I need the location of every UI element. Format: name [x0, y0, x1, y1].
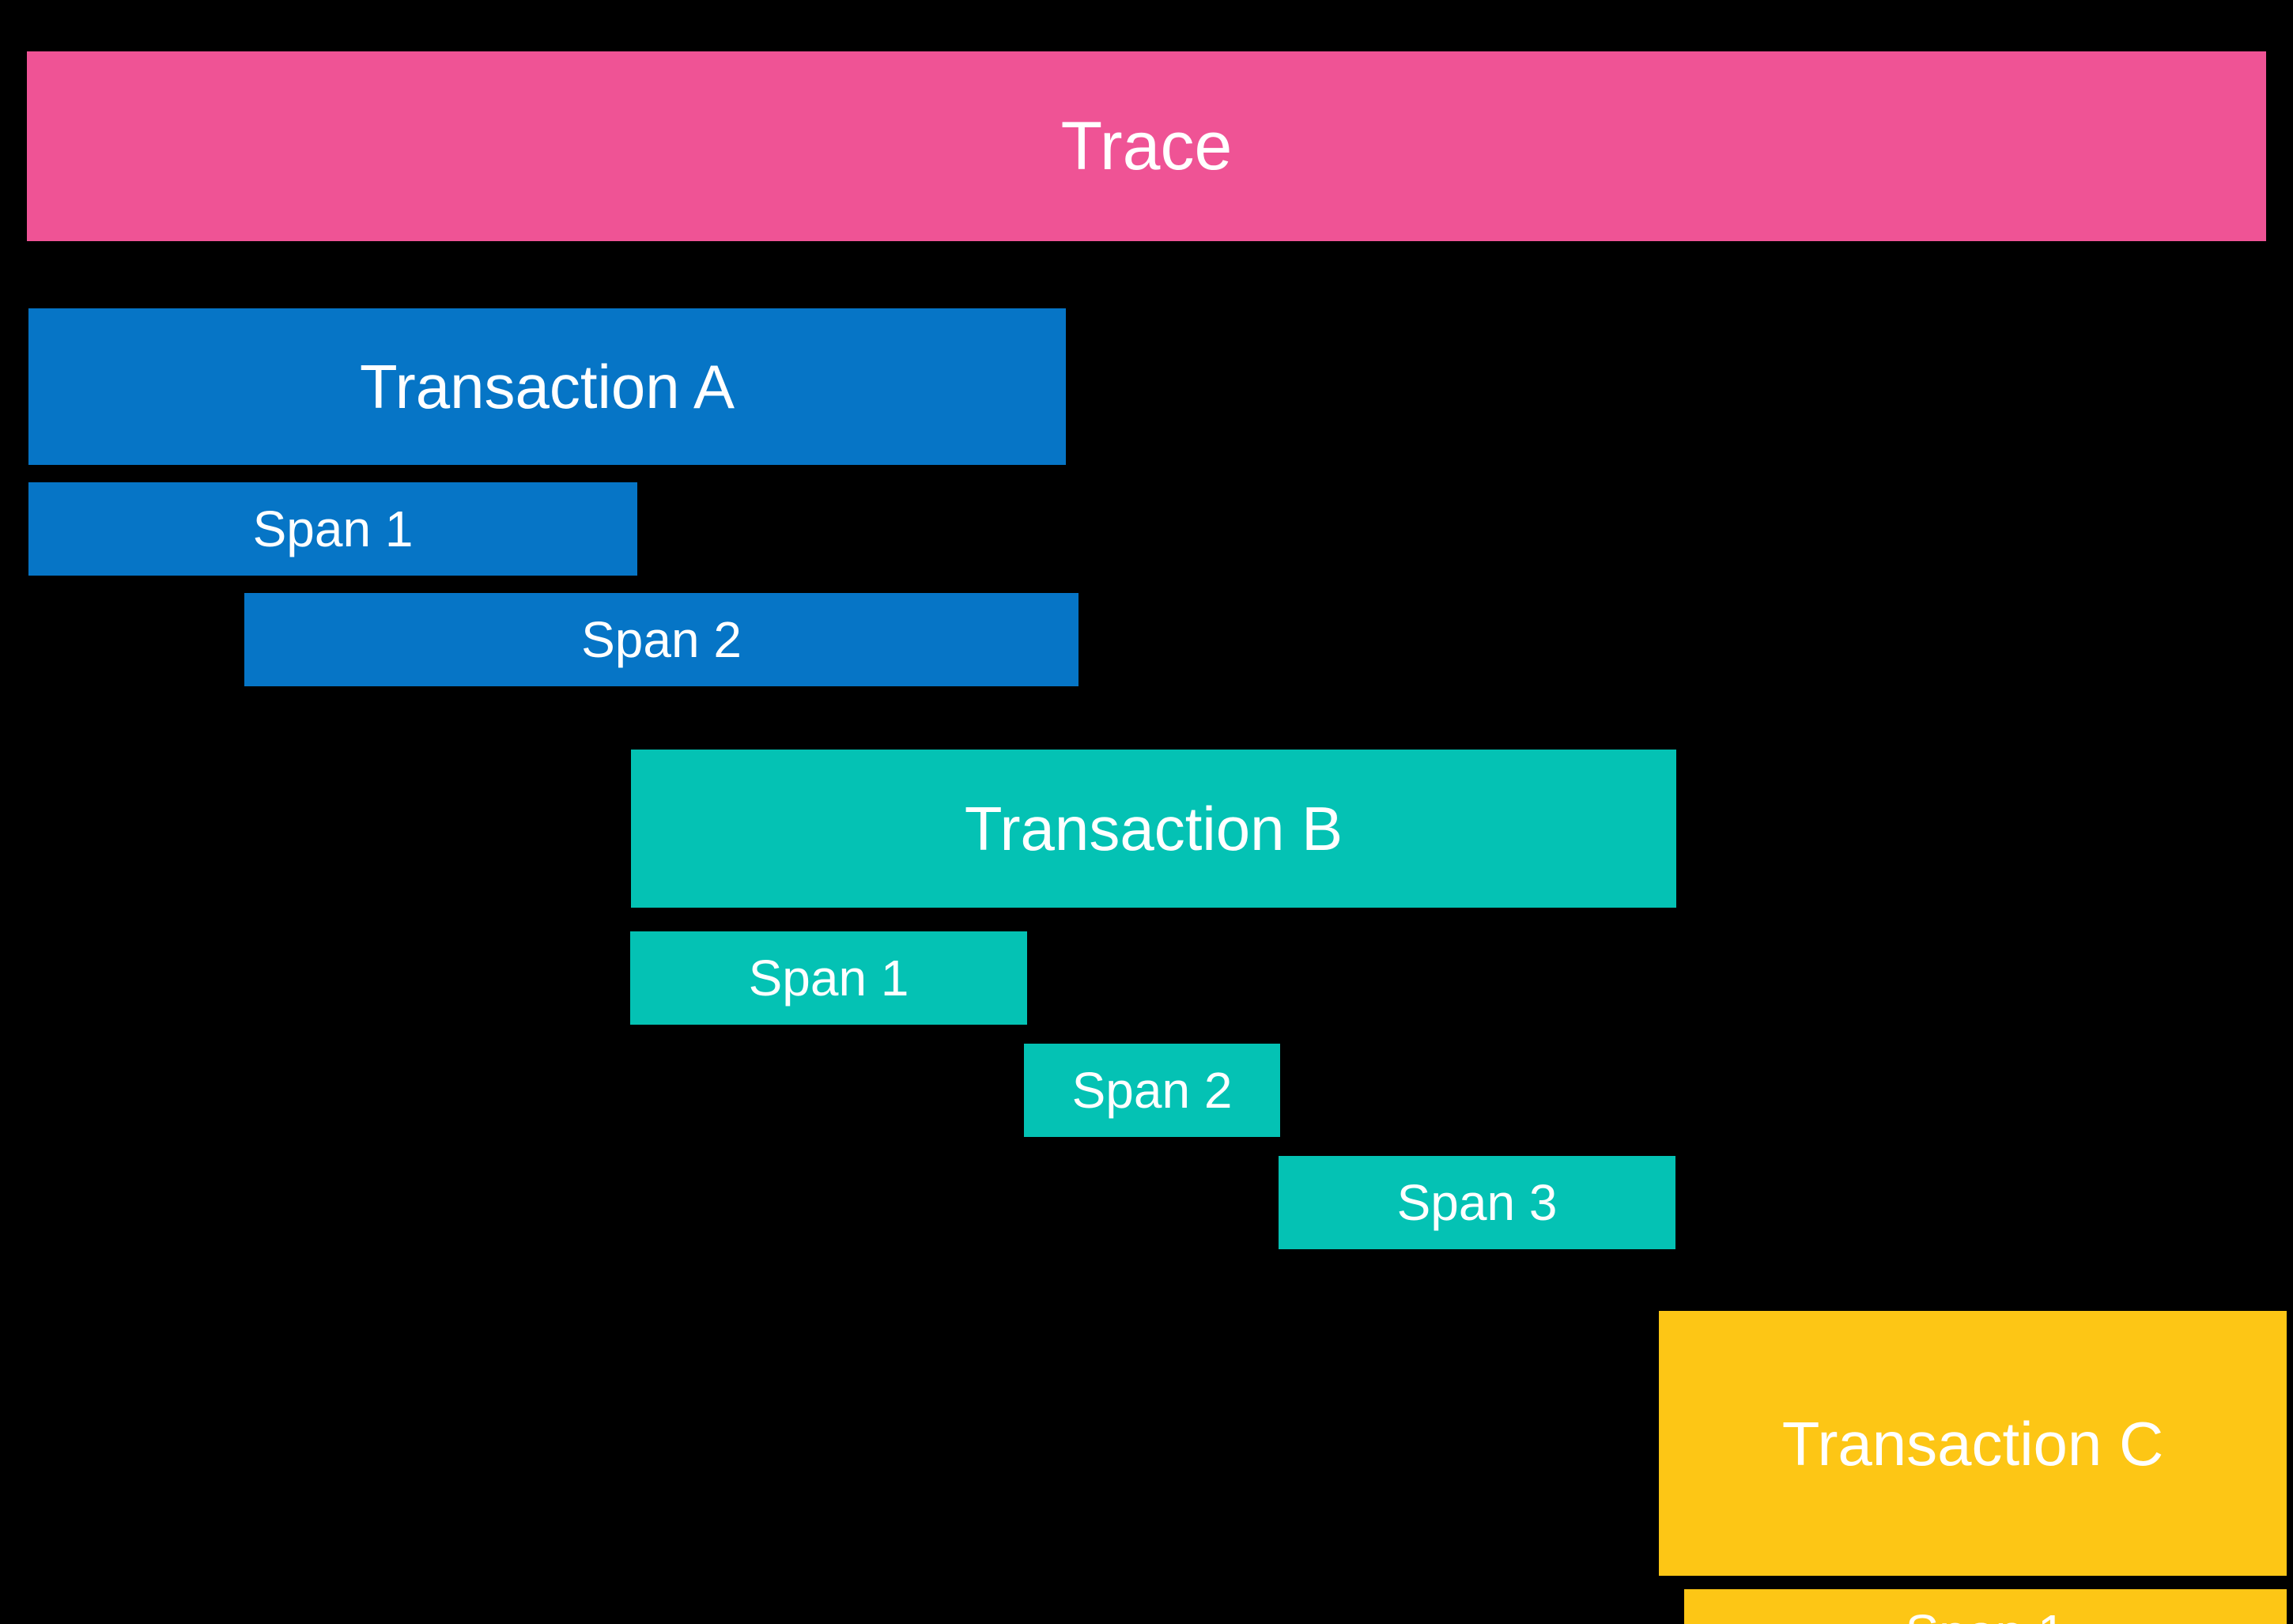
transaction-c-span-1-label: Span 1	[1906, 1607, 2066, 1624]
transaction-c-label: Transaction C	[1781, 1408, 2164, 1479]
transaction-a-span-1-label: Span 1	[252, 500, 414, 557]
transaction-b-span-2-label: Span 2	[1071, 1062, 1233, 1119]
transaction-b-span-3-label: Span 3	[1396, 1174, 1558, 1231]
transaction-c-span-1-bar[interactable]: Span 1	[1684, 1589, 2287, 1624]
transaction-a-label: Transaction A	[359, 352, 735, 421]
transaction-a-span-1-bar[interactable]: Span 1	[28, 482, 637, 576]
transaction-a-span-2-bar[interactable]: Span 2	[244, 593, 1079, 686]
transaction-a-bar[interactable]: Transaction A	[28, 308, 1066, 465]
transaction-a-span-2-label: Span 2	[581, 611, 742, 668]
transaction-b-label: Transaction B	[964, 794, 1343, 863]
transaction-b-span-1-bar[interactable]: Span 1	[630, 931, 1027, 1025]
transaction-c-bar[interactable]: Transaction C	[1659, 1311, 2287, 1576]
trace-label: Trace	[1060, 108, 1233, 184]
transaction-b-span-1-label: Span 1	[748, 950, 909, 1007]
transaction-b-span-2-bar[interactable]: Span 2	[1024, 1044, 1280, 1137]
transaction-b-span-3-bar[interactable]: Span 3	[1279, 1156, 1675, 1249]
transaction-b-bar[interactable]: Transaction B	[631, 750, 1676, 908]
trace-bar[interactable]: Trace	[27, 51, 2266, 241]
